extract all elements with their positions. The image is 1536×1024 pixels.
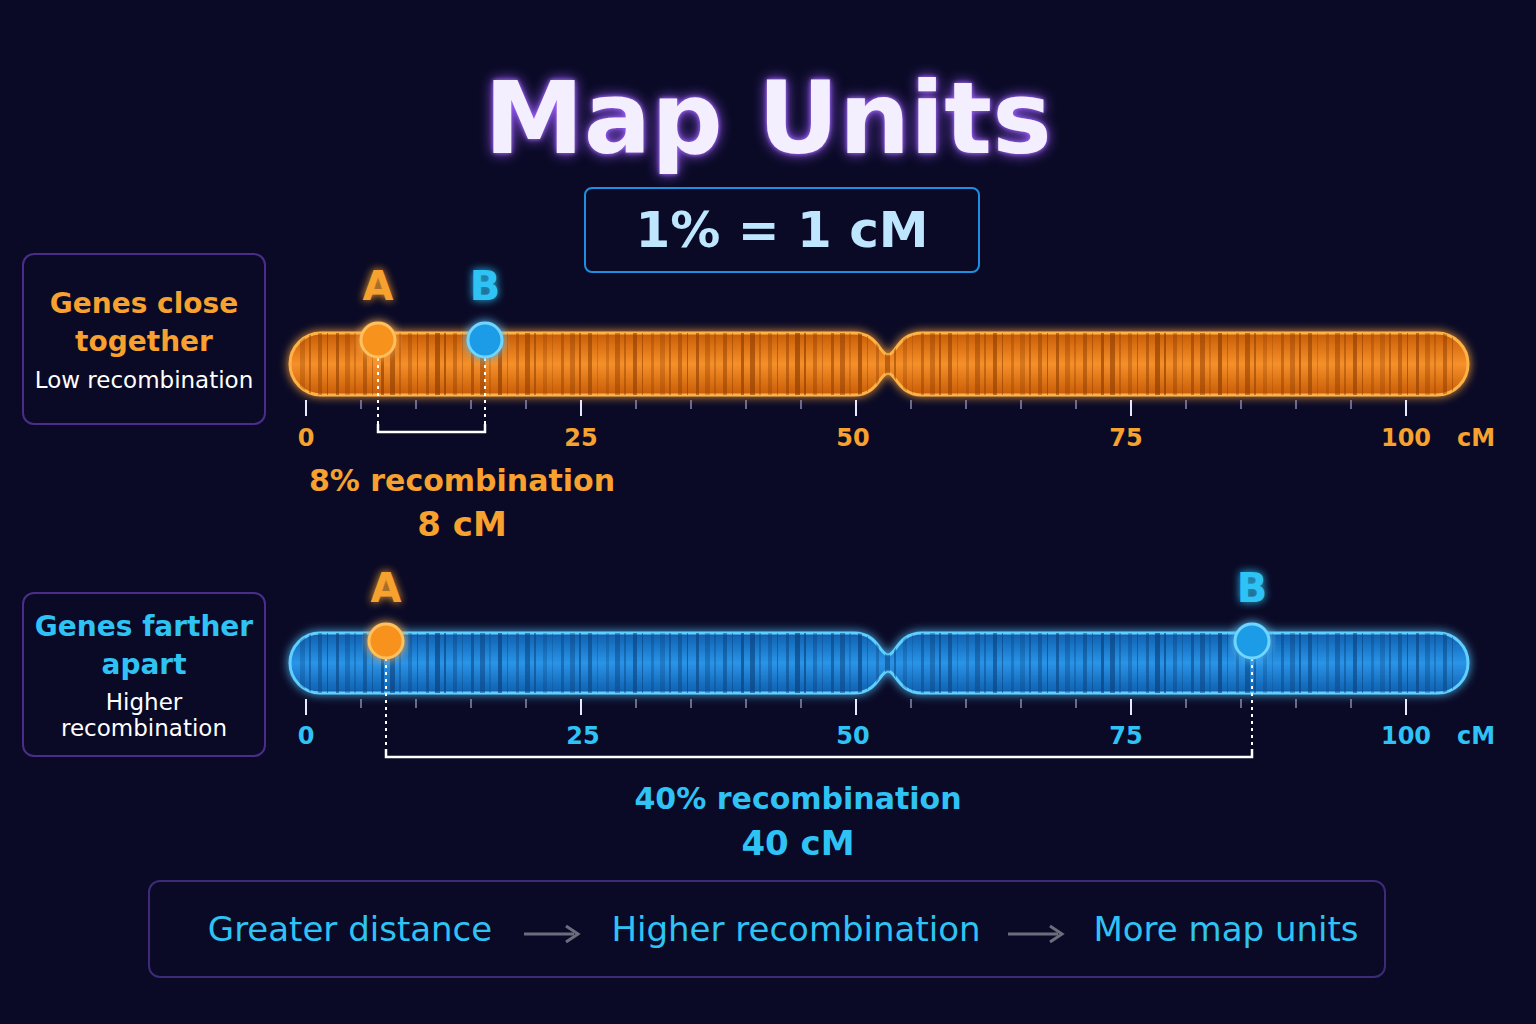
axis-tick xyxy=(305,699,307,715)
axis-number: 0 xyxy=(298,722,315,750)
gene-locus xyxy=(468,323,502,357)
axis-tick xyxy=(360,699,362,708)
box-text: Low recombination xyxy=(35,367,254,393)
title: Map Units xyxy=(484,60,1051,177)
axis-tick xyxy=(910,400,912,409)
axis-tick xyxy=(305,400,307,416)
axis-tick xyxy=(635,400,637,409)
axis-number: 75 xyxy=(1109,424,1142,452)
axis-tick xyxy=(1350,400,1352,409)
axis-number: 100 xyxy=(1381,722,1431,750)
axis-tick xyxy=(470,699,472,708)
formula-box: 1% = 1 cM xyxy=(584,187,980,273)
axis-number: 50 xyxy=(836,722,869,750)
chromosome-blue xyxy=(290,633,1468,693)
axis-tick xyxy=(745,400,747,409)
axis-number: 25 xyxy=(564,424,597,452)
axis-tick xyxy=(965,400,967,409)
leader-line xyxy=(385,658,387,757)
axis-tick xyxy=(1405,699,1407,715)
axis-tick xyxy=(855,699,857,715)
axis-tick xyxy=(1075,699,1077,708)
gene-locus xyxy=(1235,624,1269,658)
distance-bracket xyxy=(378,424,485,432)
axis-tick xyxy=(1295,699,1297,708)
leader-line xyxy=(377,358,379,432)
axis-tick xyxy=(1020,400,1022,409)
axis-tick xyxy=(1405,400,1407,416)
chromosome-bands xyxy=(300,633,1453,693)
axis-tick xyxy=(1240,400,1242,409)
axis-tick xyxy=(1295,400,1297,409)
axis-number: 50 xyxy=(836,424,869,452)
axis-number: 0 xyxy=(298,424,315,452)
gene-label: A xyxy=(371,565,402,611)
axis-unit: cM xyxy=(1457,722,1495,750)
axis-number: 75 xyxy=(1109,722,1142,750)
axis-tick xyxy=(580,400,582,416)
axis-tick xyxy=(415,699,417,708)
axis-tick xyxy=(1075,400,1077,409)
box-heading: Genes farther apart xyxy=(34,608,254,684)
axis-tick xyxy=(745,699,747,708)
axis-tick xyxy=(690,400,692,409)
axis-tick xyxy=(800,400,802,409)
axis-unit: cM xyxy=(1457,424,1495,452)
axis-tick xyxy=(1185,400,1187,409)
axis-tick xyxy=(415,400,417,409)
axis-tick xyxy=(525,400,527,409)
box-text: Higher recombination xyxy=(611,909,980,949)
gene-locus xyxy=(369,624,403,658)
distance-bracket xyxy=(386,749,1252,757)
category-box: Genes close togetherLow recombination xyxy=(22,253,266,425)
axis-tick xyxy=(1130,400,1132,416)
gene-label: B xyxy=(1237,565,1268,611)
gene-locus xyxy=(361,323,395,357)
summary-box: Greater distance Higher recombination More… xyxy=(148,880,1386,978)
box-heading: Genes close together xyxy=(34,285,254,361)
axis-tick xyxy=(855,400,857,416)
axis-tick xyxy=(635,699,637,708)
axis-tick xyxy=(1185,699,1187,708)
box-heading: 1% = 1 cM xyxy=(635,201,928,259)
axis-tick xyxy=(690,699,692,708)
axis-tick xyxy=(910,699,912,708)
axis-tick xyxy=(965,699,967,708)
axis-tick xyxy=(470,400,472,409)
category-box: Genes farther apartHigher recombination xyxy=(22,592,266,757)
axis-tick xyxy=(525,699,527,708)
axis-number: 25 xyxy=(566,722,599,750)
axis-tick xyxy=(360,400,362,409)
box-text: More map units xyxy=(1093,909,1358,949)
axis-tick xyxy=(1350,699,1352,708)
axis-number: 100 xyxy=(1381,424,1431,452)
axis-tick xyxy=(1130,699,1132,715)
box-text: Higher recombination xyxy=(34,689,254,741)
leader-line xyxy=(484,358,486,432)
recombination-note: 8% recombination xyxy=(309,463,615,498)
gene-label: A xyxy=(363,263,394,309)
distance-value: 40 cM xyxy=(741,823,854,863)
gene-label: B xyxy=(470,263,501,309)
distance-value: 8 cM xyxy=(417,504,506,544)
box-heading: Greater distance xyxy=(208,909,492,949)
axis-tick xyxy=(1020,699,1022,708)
axis-tick xyxy=(580,699,582,715)
recombination-note: 40% recombination xyxy=(635,781,962,816)
axis-tick xyxy=(1240,699,1242,708)
leader-line xyxy=(1251,658,1253,757)
axis-tick xyxy=(800,699,802,708)
